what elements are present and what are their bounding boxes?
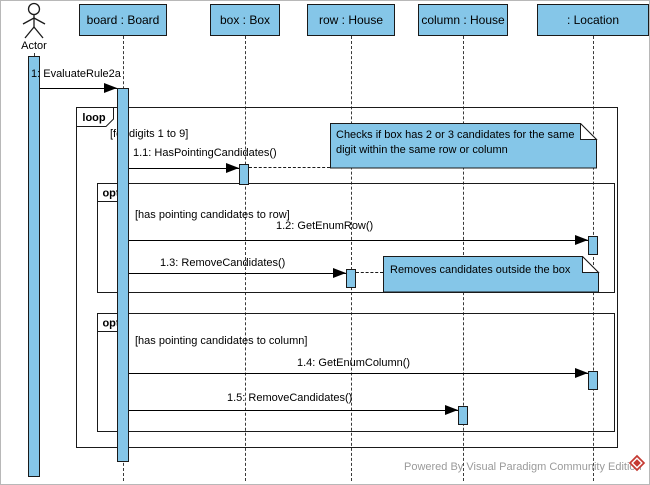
lifeline-label: board : Board xyxy=(86,13,160,27)
activation-location-1[interactable] xyxy=(588,236,598,255)
footer-watermark: Powered By Visual Paradigm Community Edi… xyxy=(404,461,642,473)
loop-guard: [for digits 1 to 9] xyxy=(110,128,189,140)
lifeline-label: box : Box xyxy=(219,13,271,27)
opt-row-guard: [has pointing candidates to row] xyxy=(135,209,290,221)
arrowhead-icon xyxy=(575,368,588,378)
visual-paradigm-logo-icon xyxy=(628,454,646,472)
opt-column-guard: [has pointing candidates to column] xyxy=(135,335,308,347)
arrowhead-icon xyxy=(333,268,346,278)
arrowhead-icon xyxy=(445,405,458,415)
lifeline-header-column[interactable]: column : House xyxy=(418,4,508,36)
note-anchor-line xyxy=(249,167,330,168)
lifeline-label: row : House xyxy=(318,13,384,27)
fragment-loop[interactable] xyxy=(76,107,618,448)
note-candidates-text: Checks if box has 2 or 3 candidates for … xyxy=(336,129,575,156)
arrowhead-icon xyxy=(226,163,239,173)
message-label[interactable]: 1: EvaluateRule2a xyxy=(31,68,121,80)
arrowhead-icon xyxy=(575,235,588,245)
message-has-pointing-candidates[interactable] xyxy=(129,163,239,173)
note-removes[interactable] xyxy=(383,256,600,293)
message-get-enum-row[interactable] xyxy=(129,235,588,245)
fragment-opt-column[interactable] xyxy=(97,313,615,432)
activation-board[interactable] xyxy=(117,88,129,462)
message-label[interactable]: 1.3: RemoveCandidates() xyxy=(160,257,286,269)
activation-row[interactable] xyxy=(346,269,356,288)
fragment-opt-row[interactable] xyxy=(97,183,615,293)
loop-operator-label: loop xyxy=(82,112,105,124)
lifeline-box xyxy=(245,36,246,481)
note-candidates[interactable] xyxy=(330,123,598,169)
message-label[interactable]: 1.1: HasPointingCandidates() xyxy=(133,147,277,159)
lifeline-row xyxy=(351,36,352,481)
lifeline-label: : Location xyxy=(566,13,620,27)
note-anchor-line xyxy=(356,272,383,273)
fragment-operator-tab: loop xyxy=(76,107,114,127)
lifeline-header-row[interactable]: row : House xyxy=(307,4,395,36)
message-label[interactable]: 1.2: GetEnumRow() xyxy=(276,220,374,232)
actor-label: Actor xyxy=(21,40,47,52)
message-remove-candidates-row[interactable] xyxy=(129,268,346,278)
arrowhead-icon xyxy=(104,83,117,93)
message-remove-candidates-column[interactable] xyxy=(129,405,458,415)
message-label[interactable]: 1.5: RemoveCandidates() xyxy=(227,392,353,404)
lifeline-label: column : House xyxy=(421,13,505,27)
actor-figure-icon[interactable] xyxy=(18,2,50,40)
lifeline-header-board[interactable]: board : Board xyxy=(79,4,167,36)
lifeline-header-box[interactable]: box : Box xyxy=(210,4,280,36)
activation-column[interactable] xyxy=(458,406,468,425)
note-removes-text: Removes candidates outside the box xyxy=(390,264,571,276)
activation-location-2[interactable] xyxy=(588,371,598,390)
activation-actor[interactable] xyxy=(28,56,40,477)
message-label[interactable]: 1.4: GetEnumColumn() xyxy=(297,357,411,369)
lifeline-location xyxy=(593,36,594,481)
message-get-enum-column[interactable] xyxy=(129,368,588,378)
opt-operator-label: opt xyxy=(102,318,119,330)
opt-operator-label: opt xyxy=(102,188,119,200)
activation-box[interactable] xyxy=(239,164,249,185)
message-evaluate-rule[interactable] xyxy=(40,83,117,93)
lifeline-header-location[interactable]: : Location xyxy=(537,4,649,36)
